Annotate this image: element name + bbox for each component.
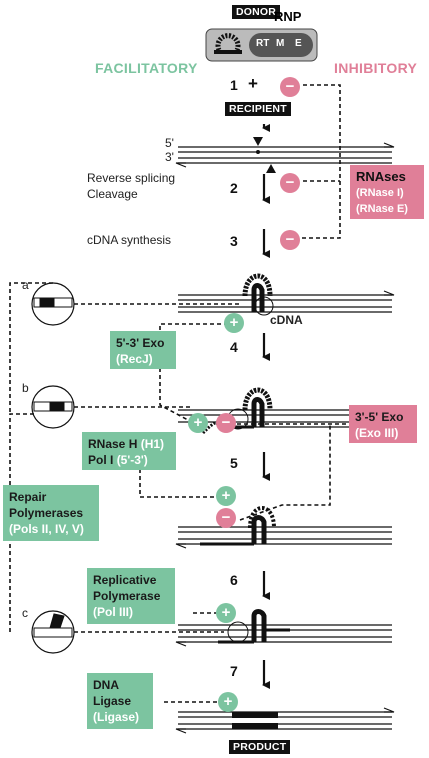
rnp-part-rt: RT xyxy=(256,38,270,49)
exo-facilitate: + xyxy=(188,413,208,433)
side-label-c: c xyxy=(22,606,28,620)
rnp-part-m: M xyxy=(276,38,285,49)
exo35-sub: (Exo III) xyxy=(355,426,399,440)
recipient-duplex xyxy=(175,137,395,173)
reverse-splicing-label: Reverse splicing xyxy=(87,171,176,185)
exo53-box: 5'-3' Exo (RecJ) xyxy=(110,331,176,369)
replicative-sub: (Pol III) xyxy=(93,605,133,619)
step-5-number: 5 xyxy=(230,455,238,471)
replicative-box: Replicative Polymerase (Pol III) xyxy=(87,568,175,624)
three-prime-label: 3' xyxy=(165,150,174,164)
step-4-number: 4 xyxy=(230,339,238,355)
pol1-sub: (5'-3') xyxy=(116,453,148,467)
step-1-number: 1 xyxy=(230,77,238,93)
cleavage-label: Cleavage xyxy=(87,187,138,201)
repair-sub: (Pols II, IV, V) xyxy=(9,522,84,536)
rnaseh-intermediate xyxy=(175,505,392,549)
polymerase-intermediate xyxy=(175,609,392,647)
ligase-name1: DNA xyxy=(93,678,119,692)
exo53-name: 5'-3' Exo xyxy=(116,336,165,350)
pol1-name: Pol I xyxy=(88,453,114,467)
step-2-inhibit: − xyxy=(280,173,300,193)
ligase-box: DNA Ligase (Ligase) xyxy=(87,673,153,729)
exo35-name: 3'-5' Exo xyxy=(355,410,404,424)
ligase-sub: (Ligase) xyxy=(93,710,140,724)
rnp-label: RNP xyxy=(274,9,302,24)
side-label-b: b xyxy=(22,381,29,395)
step-7-number: 7 xyxy=(230,663,238,679)
step-2-number: 2 xyxy=(230,180,238,196)
step-6-number: 6 xyxy=(230,572,238,588)
dashed-connectors xyxy=(9,84,392,703)
side-label-a: a xyxy=(22,278,29,292)
step-1-plus: + xyxy=(248,74,258,93)
step-3-number: 3 xyxy=(230,233,238,249)
step-1-inhibit: − xyxy=(280,77,300,97)
step-6-facilitate: + xyxy=(216,603,236,623)
step-5-facilitate: + xyxy=(216,486,236,506)
rnaseh-sub: (H1) xyxy=(140,437,165,451)
product-tag: PRODUCT xyxy=(229,740,291,754)
rnp-part-e: E xyxy=(295,38,302,49)
donor-tag: DONOR xyxy=(232,5,281,19)
ligase-name2: Ligase xyxy=(93,694,132,708)
side-circles xyxy=(31,282,75,654)
inhibitory-header: INHIBITORY xyxy=(334,60,418,76)
rnases-sub1: (RNase I) xyxy=(356,187,404,199)
cdna-label: cDNA xyxy=(270,313,303,327)
five-prime-label: 5' xyxy=(165,136,174,150)
rnp-icon xyxy=(205,28,318,62)
rnaseh-pol1-box: RNase H (H1) Pol I (5'-3') xyxy=(82,432,176,470)
recipient-tag: RECIPIENT xyxy=(225,102,291,116)
step-5-inhibit: − xyxy=(216,508,236,528)
rnases-sub2: (RNase E) xyxy=(356,203,408,215)
facilitatory-header: FACILITATORY xyxy=(95,60,198,76)
repair-name1: Repair xyxy=(9,490,47,504)
repair-name2: Polymerases xyxy=(9,506,84,520)
rnases-name: RNAses xyxy=(356,169,406,184)
step-7-facilitate: + xyxy=(218,692,238,712)
exo53-sub: (RecJ) xyxy=(116,352,153,366)
repair-box: Repair Polymerases (Pols II, IV, V) xyxy=(3,485,99,541)
replicative-name1: Replicative xyxy=(93,573,157,587)
rnaseh-name: RNase H xyxy=(88,437,138,451)
step-3-inhibit: − xyxy=(280,230,300,250)
exo-inhibit: − xyxy=(216,413,236,433)
cdna-intermediate xyxy=(178,273,395,316)
rnases-box: RNAses (RNase I) (RNase E) xyxy=(350,165,424,219)
product-duplex xyxy=(175,707,395,734)
cdna-synthesis-label: cDNA synthesis xyxy=(87,233,172,247)
step-4-facilitate: + xyxy=(224,313,244,333)
replicative-name2: Polymerase xyxy=(93,589,161,603)
exo35-box: 3'-5' Exo (Exo III) xyxy=(349,405,417,443)
